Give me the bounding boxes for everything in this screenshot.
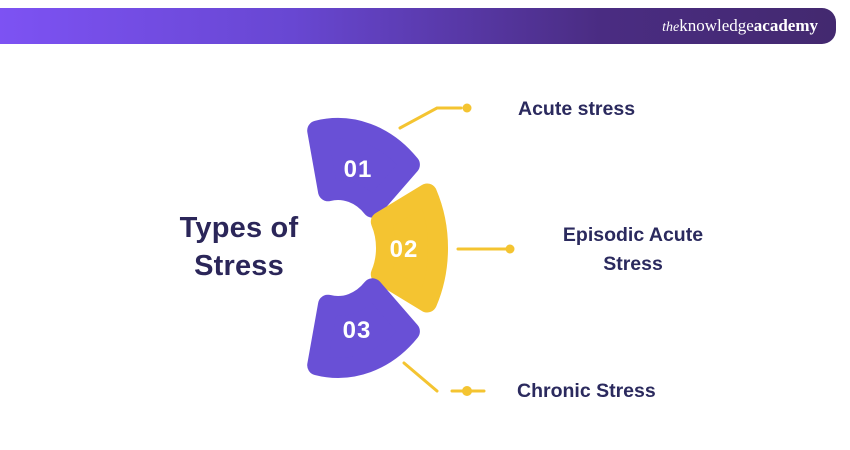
- segment-03-number: 03: [343, 317, 372, 344]
- brand-logo-academy: academy: [753, 16, 818, 35]
- segment-01-number: 01: [344, 156, 373, 183]
- segment-02-shape: [370, 183, 448, 313]
- page-title: Types of Stress: [179, 212, 299, 282]
- header-bar: theknowledgeacademy: [0, 8, 836, 44]
- brand-logo: theknowledgeacademy: [662, 17, 818, 35]
- segment-03-shape: [307, 278, 420, 378]
- brand-logo-the: the: [662, 20, 680, 35]
- connector-line-chronic-diagonal: [402, 361, 439, 393]
- connector-line-acute: [398, 106, 463, 130]
- segment-02-number: 02: [390, 236, 419, 263]
- segment-01-shape: [307, 118, 420, 218]
- connector-dot-episodic: [505, 244, 515, 254]
- connector-dot-acute: [462, 103, 472, 113]
- brand-logo-knowledge: knowledge: [679, 16, 754, 35]
- connector-dot-chronic: [462, 386, 472, 396]
- label-acute-stress: Acute stress: [518, 98, 636, 120]
- label-episodic-acute-stress: Episodic Acute Stress: [562, 224, 704, 275]
- label-chronic-stress: Chronic Stress: [517, 380, 656, 402]
